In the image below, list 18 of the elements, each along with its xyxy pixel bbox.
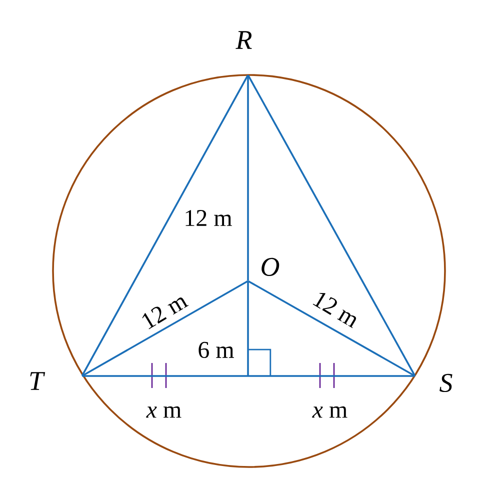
line-segment [82, 280, 248, 377]
line-segment [247, 74, 416, 376]
length-label: x m [146, 406, 182, 418]
point-label: T [30, 372, 46, 390]
edge-label: 6 m [196, 340, 236, 360]
edge-label: 12 m [310, 288, 362, 330]
line-segment [247, 75, 249, 281]
point-label: O [262, 258, 280, 276]
edge-label: 12 m [182, 209, 234, 227]
edge-label: 12 m [138, 290, 190, 332]
line-segment [82, 375, 415, 377]
line-segment [81, 74, 249, 376]
length-label: x m [312, 406, 348, 418]
point-label: R [236, 31, 252, 49]
line-segment [247, 281, 249, 376]
point-label: S [440, 374, 452, 392]
line-segment [248, 280, 416, 377]
right-angle-mark [248, 348, 272, 376]
